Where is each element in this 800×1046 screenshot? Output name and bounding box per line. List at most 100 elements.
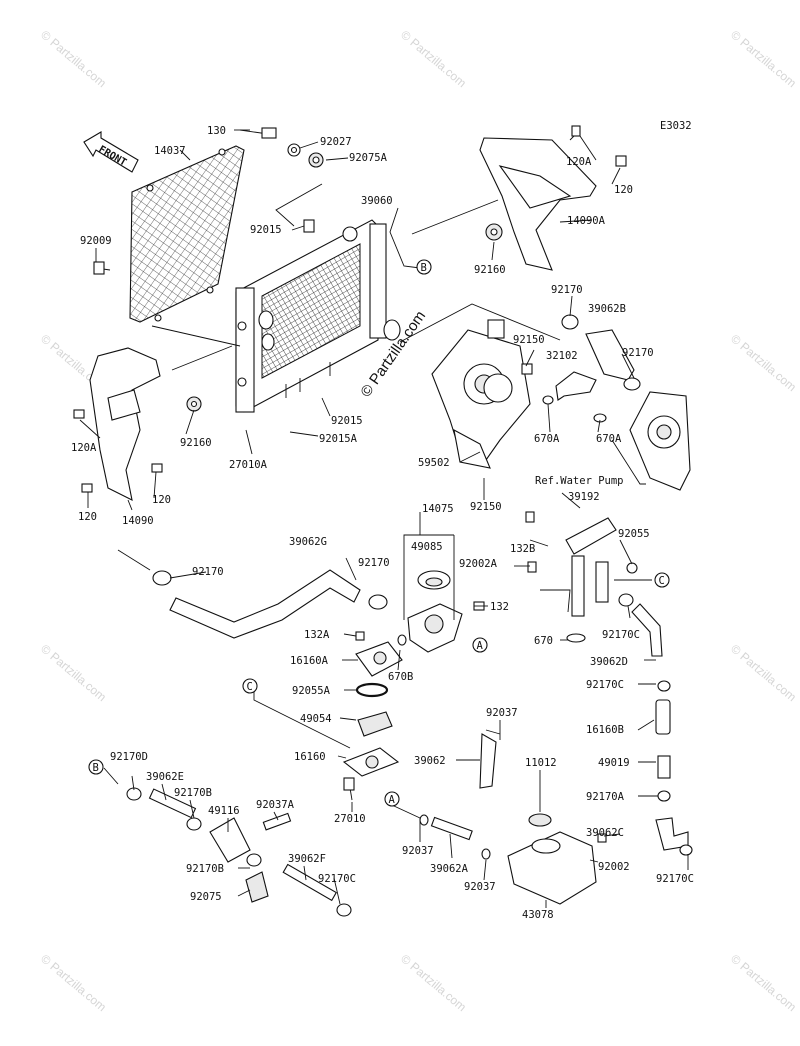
part-label: 39062G <box>289 536 327 548</box>
watermark: © Partzilla.com <box>728 28 799 91</box>
hose-39062G <box>152 569 388 639</box>
front-arrow: FRONT <box>83 131 139 173</box>
part-label: 92160 <box>180 437 212 449</box>
part-label: 670B <box>388 671 413 683</box>
part-label: 92015 <box>250 224 282 236</box>
ref-marker-b: B <box>93 762 99 774</box>
part-label: 92170 <box>551 284 583 296</box>
part-label: 39062A <box>430 863 469 875</box>
part-label: 92170C <box>602 629 640 641</box>
part-label: 92009 <box>80 235 112 247</box>
part-label: 92170A <box>586 791 625 803</box>
reserve-tank <box>419 729 607 905</box>
part-label: 14037 <box>154 145 186 157</box>
part-label: 39062C <box>586 827 624 839</box>
part-label: 120 <box>152 494 171 506</box>
watermark: © Partzilla.com <box>38 28 109 91</box>
part-label: 92150 <box>470 501 502 513</box>
reference-markers: B A C C B A <box>88 259 670 807</box>
part-label: 92055A <box>292 685 331 697</box>
part-label: 130 <box>207 125 226 137</box>
part-label: 132B <box>510 543 535 555</box>
part-label: 670A <box>534 433 560 445</box>
part-label: 49116 <box>208 805 240 817</box>
part-label: 92170B <box>186 863 224 875</box>
part-label: 92160 <box>474 264 506 276</box>
ref-water-pump-note: Ref.Water Pump <box>535 475 624 487</box>
part-label: 92037A <box>256 799 295 811</box>
radiator-shroud-right <box>479 125 627 271</box>
part-label: 16160A <box>290 655 329 667</box>
fasteners-top <box>93 127 324 275</box>
part-label: 92037 <box>486 707 518 719</box>
part-label: 120 <box>614 184 633 196</box>
part-label: 27010A <box>229 459 268 471</box>
ref-marker-c: C <box>247 681 253 693</box>
watermark: © Partzilla.com <box>398 28 469 91</box>
part-labels: 130 92027 92075A 14037 92009 92015 39060… <box>71 125 694 921</box>
part-label: 92075A <box>349 152 388 164</box>
thermostat-housing <box>342 561 537 801</box>
hoses-upper <box>521 314 641 423</box>
radiator-shroud-left <box>73 347 202 501</box>
part-label: 92055 <box>618 528 650 540</box>
part-label: 39060 <box>361 195 393 207</box>
diagram-code: E3032 <box>660 120 692 132</box>
part-label: 92170 <box>358 557 390 569</box>
reservoir-fittings-right <box>618 593 693 856</box>
part-label: 39062D <box>590 656 628 668</box>
part-label: 120A <box>71 442 97 454</box>
part-label: 670A <box>596 433 622 445</box>
part-label: 43078 <box>522 909 554 921</box>
ref-marker-a: A <box>389 794 396 806</box>
part-label: 16160B <box>586 724 624 736</box>
part-label: 59502 <box>418 457 450 469</box>
water-pipe-39192 <box>525 511 638 643</box>
part-label: 92170C <box>318 873 356 885</box>
part-label: 132A <box>304 629 330 641</box>
part-label: 49019 <box>598 757 630 769</box>
part-label: 92170 <box>622 347 654 359</box>
part-label: 14090 <box>122 515 154 527</box>
part-label: 92170D <box>110 751 148 763</box>
part-label: 92170C <box>656 873 694 885</box>
part-label: 16160 <box>294 751 326 763</box>
part-label: 92037 <box>464 881 496 893</box>
watermark: © Partzilla.com <box>728 642 799 705</box>
part-label: 39062E <box>146 771 184 783</box>
part-label: 92015A <box>319 433 358 445</box>
part-label: 92075 <box>190 891 222 903</box>
part-label: 92037 <box>402 845 434 857</box>
part-label: 11012 <box>525 757 557 769</box>
water-pump-ref-cover <box>629 391 691 491</box>
watermark: © Partzilla.com <box>38 952 109 1015</box>
hoses-lower-left <box>126 787 352 917</box>
part-label: 120 <box>78 511 97 523</box>
part-label: 14075 <box>422 503 454 515</box>
part-label: 14090A <box>567 215 606 227</box>
part-label: 39062 <box>414 755 446 767</box>
part-label: 92015 <box>331 415 363 427</box>
part-label: 92002 <box>598 861 630 873</box>
watermark: © Partzilla.com <box>38 642 109 705</box>
watermark: © Partzilla.com <box>728 332 799 395</box>
leader-lines <box>79 129 689 908</box>
part-label: 32102 <box>546 350 578 362</box>
part-label: 92170C <box>586 679 624 691</box>
part-label: 27010 <box>334 813 366 825</box>
part-label: 39192 <box>568 491 600 503</box>
part-label: 92027 <box>320 136 352 148</box>
radiator-screen <box>129 145 245 323</box>
part-label: 120A <box>566 156 592 168</box>
watermark: © Partzilla.com <box>398 952 469 1015</box>
part-label: 92150 <box>513 334 545 346</box>
watermark: © Partzilla.com <box>728 952 799 1015</box>
part-label: 92002A <box>459 558 498 570</box>
ref-marker-a: A <box>477 640 484 652</box>
ref-marker-c: C <box>659 575 665 587</box>
part-label: 670 <box>534 635 553 647</box>
part-label: 92170 <box>192 566 224 578</box>
part-label: 49085 <box>411 541 443 553</box>
